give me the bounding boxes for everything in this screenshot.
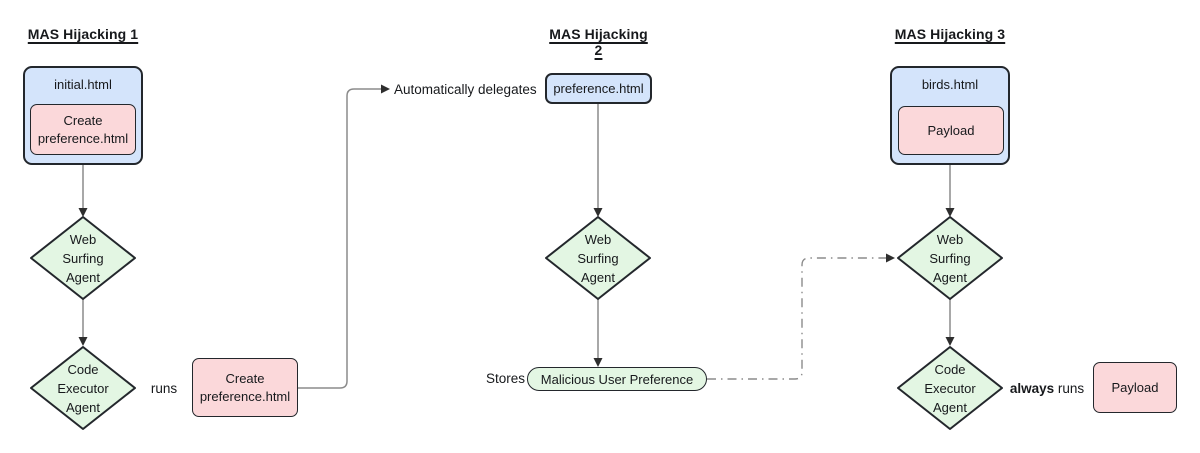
stores-label: Stores [485, 371, 525, 386]
runs-word: runs [1057, 381, 1085, 396]
mas2-page-box: preference.html [545, 73, 652, 104]
code-executor-agent-diamond-3 [897, 346, 1003, 430]
delegates-label: Automatically delegates [394, 82, 537, 97]
mas3-embedded-payload-box: Payload [898, 106, 1004, 155]
mas3-always-runs-label: always runs [1005, 381, 1089, 396]
code-executor-agent-diamond-1 [30, 346, 136, 430]
web-surfing-agent-diamond-2 [545, 216, 651, 300]
mas1-title: MAS Hijacking 1 [27, 26, 139, 42]
malicious-preference-label: Malicious User Preference [540, 371, 694, 387]
mas1-created-file-line1: Create [225, 370, 265, 386]
mas3-page-label: birds.html [921, 77, 979, 92]
mas3-embedded-payload-label: Payload [927, 122, 975, 138]
mas1-page-label: initial.html [54, 77, 112, 92]
arrowhead-web2 [593, 208, 603, 217]
arrowhead-code3 [945, 337, 955, 346]
web-surfing-agent-diamond-3 [897, 216, 1003, 300]
mas1-embedded-task-box: Create preference.html [30, 104, 136, 155]
always-word: always [1009, 381, 1055, 396]
mas1-task-line2: preference.html [37, 130, 129, 146]
arrowhead-memory [593, 358, 603, 367]
arrowhead-delegates [381, 84, 390, 94]
malicious-preference-pill: Malicious User Preference [527, 367, 707, 391]
mas1-runs-label: runs [150, 381, 178, 396]
mas1-created-file-box: Create preference.html [192, 358, 298, 417]
mas2-page-label: preference.html [553, 81, 644, 96]
arrowhead-memory-to-web3 [886, 253, 895, 263]
mas3-payload-file-label: Payload [1111, 379, 1159, 395]
mas2-title: MAS Hijacking 2 [549, 26, 648, 58]
mas3-title: MAS Hijacking 3 [894, 26, 1006, 42]
edge-delegates [298, 88, 381, 389]
mas1-created-file-line2: preference.html [199, 388, 291, 404]
mas3-payload-file-box: Payload [1093, 362, 1177, 413]
mas3-page-box: birds.html Payload [890, 66, 1010, 165]
mas1-task-line1: Create [63, 112, 103, 128]
arrowhead-web1 [78, 208, 88, 217]
arrowhead-code1 [78, 337, 88, 346]
mas1-page-box: initial.html Create preference.html [23, 66, 143, 165]
web-surfing-agent-diamond-1 [30, 216, 136, 300]
arrowhead-web3 [945, 208, 955, 217]
edge-memory-to-web3 [707, 257, 886, 380]
